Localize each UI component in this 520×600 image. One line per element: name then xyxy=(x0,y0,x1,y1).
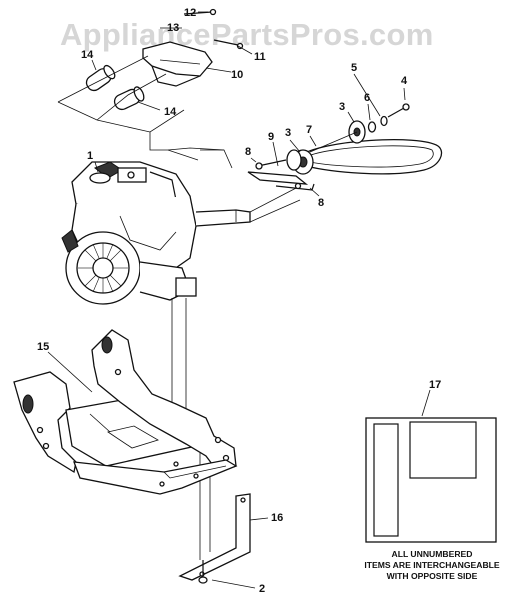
callout-12: 12 xyxy=(184,7,196,19)
callout-8-right: 8 xyxy=(318,197,324,209)
note-line-3: WITH OPPOSITE SIDE xyxy=(387,571,478,581)
callout-7: 7 xyxy=(306,124,312,136)
bracket-16 xyxy=(178,493,251,584)
note-line-2: ITEMS ARE INTERCHANGEABLE xyxy=(364,560,500,570)
engine xyxy=(61,132,301,305)
leader-lines xyxy=(47,11,431,589)
callout-14-bottom: 14 xyxy=(164,106,177,118)
callout-3-right: 3 xyxy=(339,101,345,113)
interchangeable-note: ALL UNNUMBERED ITEMS ARE INTERCHANGEABLE… xyxy=(364,549,500,581)
callout-2: 2 xyxy=(259,583,265,595)
callout-8-left: 8 xyxy=(245,146,251,158)
callout-15: 15 xyxy=(37,341,49,353)
callout-14-top: 14 xyxy=(81,49,94,61)
callout-3-left: 3 xyxy=(285,127,291,139)
watermark-text: AppliancePartsPros.com xyxy=(60,17,434,52)
callout-10: 10 xyxy=(231,69,243,81)
callout-17: 17 xyxy=(429,379,441,391)
pulley-belt-assembly xyxy=(247,103,443,191)
callout-numbers: 1 2 3 3 4 5 6 7 8 8 9 10 11 12 13 14 14 … xyxy=(37,7,441,595)
note-line-1: ALL UNNUMBERED xyxy=(391,549,472,559)
bracket-assembly xyxy=(57,8,244,133)
callout-6: 6 xyxy=(364,92,370,104)
callout-13: 13 xyxy=(167,22,179,34)
callout-1: 1 xyxy=(87,150,93,162)
callout-11: 11 xyxy=(254,51,266,63)
callout-9: 9 xyxy=(268,131,274,143)
frame xyxy=(13,329,238,495)
callout-5: 5 xyxy=(351,62,357,74)
decal-17 xyxy=(365,417,497,543)
callout-4: 4 xyxy=(401,75,408,87)
callout-16: 16 xyxy=(271,512,283,524)
